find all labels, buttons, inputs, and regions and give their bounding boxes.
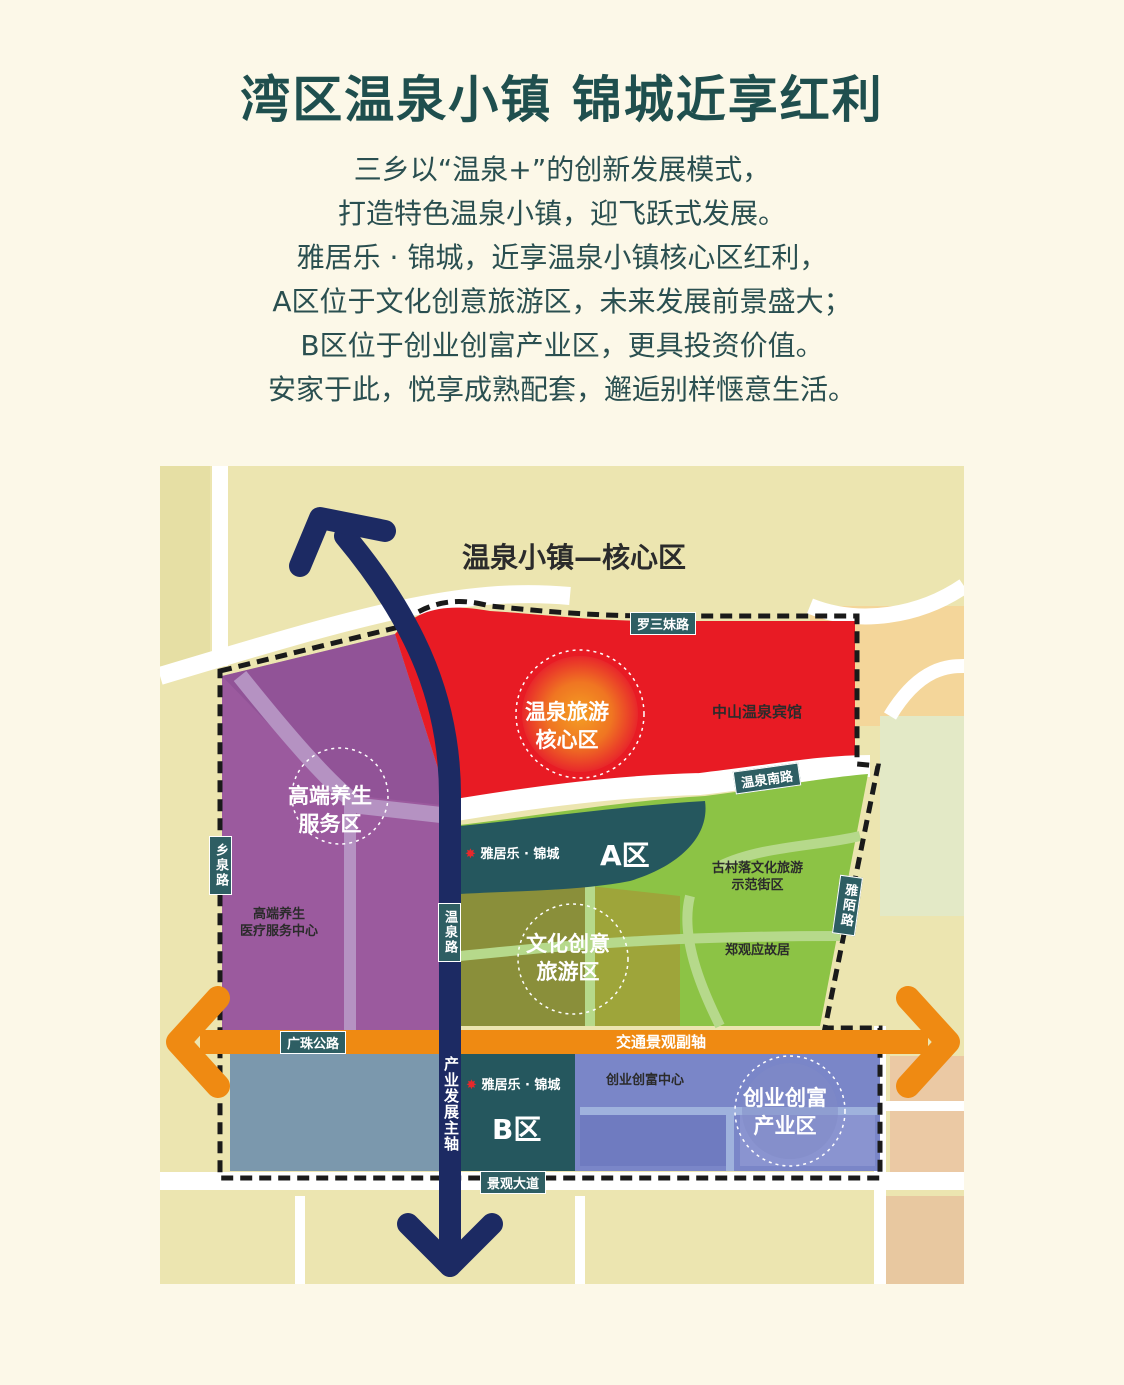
landmark-line: 医疗服务中心 <box>240 924 319 939</box>
core-ring <box>515 649 645 779</box>
zone-bottom-left <box>230 1053 455 1171</box>
ring-health <box>291 747 389 845</box>
zone-label-line: 核心区 <box>535 728 599 752</box>
road-label-luosanmei: 罗三妹路 <box>630 612 697 635</box>
plot-b <box>455 1053 575 1171</box>
project-boundary <box>217 599 883 1181</box>
marker-icon: ✸ <box>466 1078 477 1093</box>
core-glow <box>522 656 638 772</box>
landmark-zheng-residence: 郑观应故居 <box>725 943 791 958</box>
landmark-zhongshan-hotel: 中山温泉宾馆 <box>712 703 803 721</box>
plot-a-name: 雅居乐 · 锦城 <box>480 847 560 862</box>
page-title: 湾区温泉小镇 锦城近享红利 <box>240 70 884 129</box>
zone-label-health-service: 高端养生 服务区 <box>288 782 372 838</box>
road-label-wenquan: 温泉路 <box>438 903 461 962</box>
plot-b-project: ✸ 雅居乐 · 锦城 <box>466 1077 560 1094</box>
zone-label-line: 温泉旅游 <box>525 700 609 724</box>
background-roads <box>160 466 964 1284</box>
intro-text: 三乡以“温泉+”的创新发展模式， 打造特色温泉小镇，迎飞跃式发展。 雅居乐 · … <box>0 148 1124 412</box>
axis-main-label: 产业发展主轴 <box>442 1056 460 1152</box>
plot-b-label: B区 <box>492 1113 542 1146</box>
road-wenquan-south <box>448 755 871 822</box>
area-title: 温泉小镇—核心区 <box>462 541 687 574</box>
plot-b-name: 雅居乐 · 锦城 <box>481 1078 561 1093</box>
landmark-business-center: 创业创富中心 <box>606 1073 685 1088</box>
zone-label-line: 文化创意 <box>526 932 610 956</box>
district-map: 温泉小镇—核心区 温泉旅游 核心区 高端养生 服务区 文化创意 旅游区 创业创富… <box>160 466 964 1284</box>
road-label-xiangquan: 乡泉路 <box>209 836 232 895</box>
axis-secondary-label: 交通景观副轴 <box>616 1033 707 1051</box>
block <box>160 466 210 666</box>
block <box>880 716 964 916</box>
block <box>880 1196 964 1284</box>
intro-line: 安家于此，悦享成熟配套，邂逅别样惬意生活。 <box>267 373 856 406</box>
intro-line: 雅居乐 · 锦城，近享温泉小镇核心区红利， <box>296 241 828 274</box>
plot-a-label: A区 <box>600 839 650 872</box>
axis-main-arrow <box>289 507 503 1277</box>
ring-culture <box>517 903 629 1015</box>
intro-line: B区位于创业创富产业区，更具投资价值。 <box>300 329 824 362</box>
zone-paths <box>459 831 862 1029</box>
intro-line: 打造特色温泉小镇，迎飞跃式发展。 <box>337 197 786 230</box>
zone-label-line: 创业创富 <box>743 1086 827 1110</box>
plot-a <box>460 801 706 894</box>
landmark-medical-center: 高端养生 医疗服务中心 <box>240 906 318 940</box>
landmark-line: 古村落文化旅游 <box>712 861 804 876</box>
zone-olive <box>460 886 590 1026</box>
zone-label-hotspring-core: 温泉旅游 核心区 <box>525 698 609 754</box>
road-label-guangzhu: 广珠公路 <box>280 1031 347 1054</box>
zone-label-line: 产业区 <box>753 1114 817 1138</box>
ring-business-fill <box>742 1063 838 1159</box>
zone-label-business: 创业创富 产业区 <box>743 1084 827 1140</box>
intro-line: A区位于文化创意旅游区，未来发展前景盛大； <box>272 285 852 318</box>
block <box>160 1196 880 1284</box>
landmark-line: 高端养生 <box>253 907 306 922</box>
zone-shade <box>222 634 450 806</box>
ring-business <box>734 1055 846 1167</box>
zone-label-line: 高端养生 <box>288 784 372 808</box>
plot-a-project: ✸ 雅居乐 · 锦城 <box>465 846 559 863</box>
intro-line: 三乡以“温泉+”的创新发展模式， <box>353 153 771 186</box>
landmark-village-street: 古村落文化旅游 示范街区 <box>712 860 803 894</box>
landmark-line: 示范街区 <box>731 878 784 893</box>
road-label-jingguan: 景观大道 <box>480 1171 547 1194</box>
zone-business-inner <box>580 1111 730 1166</box>
zone-label-line: 旅游区 <box>536 960 600 984</box>
zone-label-culture-tourism: 文化创意 旅游区 <box>526 930 610 986</box>
zone-label-line: 服务区 <box>298 812 362 836</box>
marker-icon: ✸ <box>465 847 476 862</box>
